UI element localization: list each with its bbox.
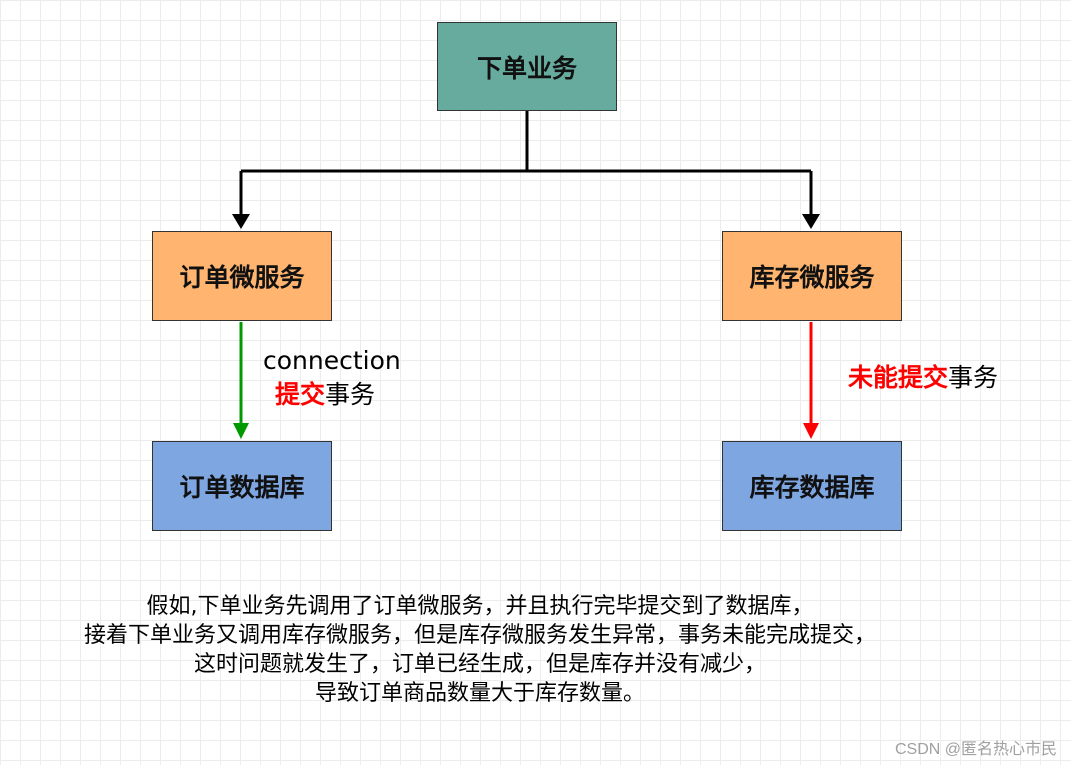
commit-suffix: 事务 [325,380,376,409]
fail-arrowhead [803,423,819,439]
commit-text: 提交事务 [263,378,401,412]
node-stock-database: 库存数据库 [722,441,902,531]
caption-line: 接着下单业务又调用库存微服务，但是库存微服务发生异常，事务未能完成提交， [83,623,876,648]
fail-edge-label: 未能提交事务 [848,361,998,395]
caption-line: 这时问题就发生了，订单已经生成，但是库存并没有减少， [193,652,766,677]
connection-text: connection [263,346,401,375]
node-order-service: 订单微服务 [152,231,332,321]
fail-highlight: 未能提交 [848,363,949,392]
caption-line: 导致订单商品数量大于库存数量。 [314,681,645,706]
explanation-caption: 假如,下单业务先调用了订单微服务，并且执行完毕提交到了数据库， 接着下单业务又调… [30,592,930,708]
arrowhead-to-stock-service [802,214,820,229]
watermark: CSDN @匿名热心市民 [894,741,1057,758]
commit-edge-label: connection 提交事务 [263,344,401,412]
arrowhead-to-order-service [232,214,250,229]
commit-highlight: 提交 [275,380,326,409]
tree-connector [239,111,813,218]
fail-suffix: 事务 [948,363,999,392]
node-stock-service: 库存微服务 [722,231,902,321]
node-order-business: 下单业务 [437,22,617,111]
node-order-database: 订单数据库 [152,441,332,531]
commit-arrowhead [233,423,249,439]
caption-line: 假如,下单业务先调用了订单微服务，并且执行完毕提交到了数据库， [146,594,814,619]
